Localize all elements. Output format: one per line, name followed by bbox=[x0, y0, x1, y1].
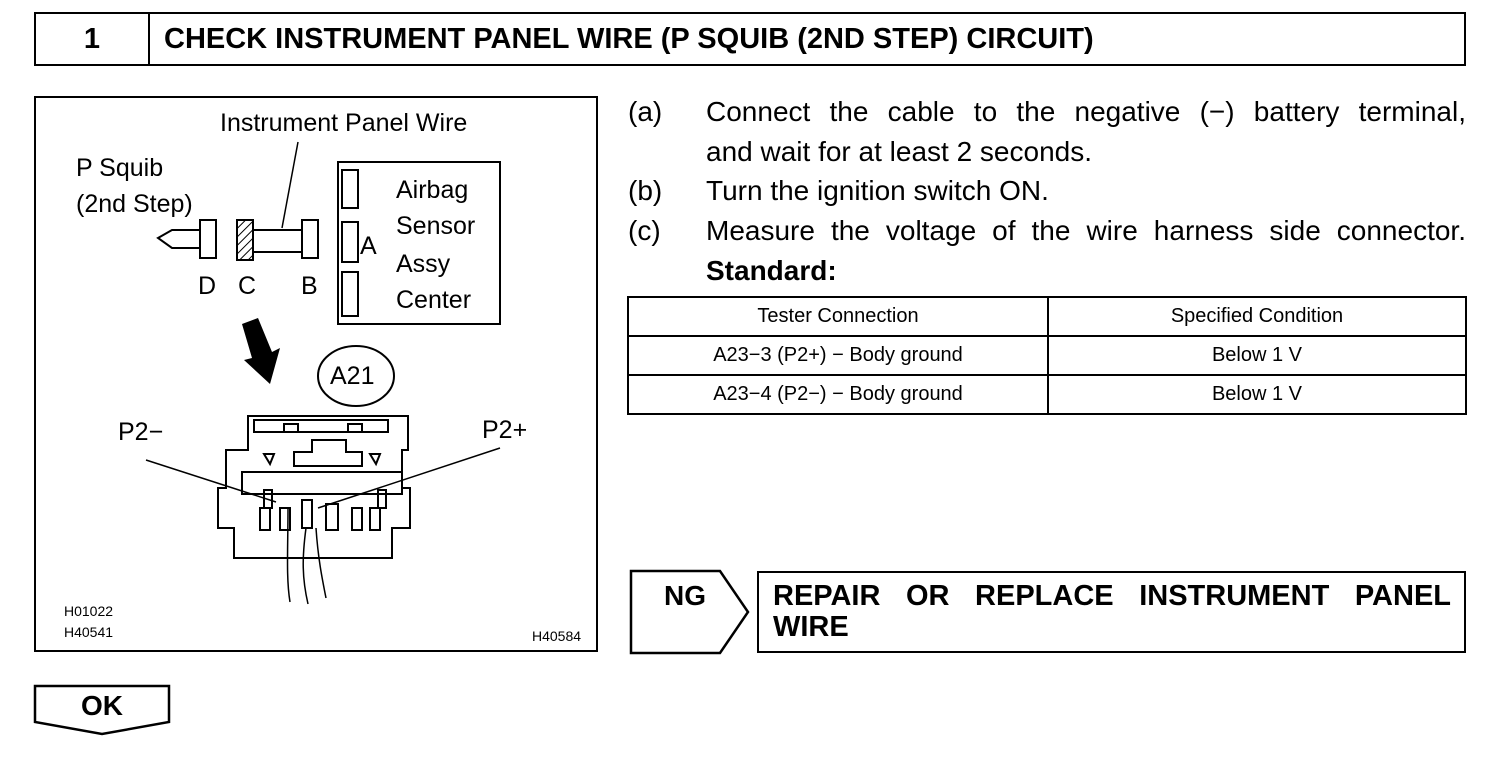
step-c-text: Measure the voltage of the wire harness … bbox=[706, 215, 1466, 246]
wire-body bbox=[252, 229, 304, 253]
squib-plug-tip bbox=[156, 229, 201, 249]
table-header: Specified Condition bbox=[1047, 296, 1467, 337]
step-b-text: Turn the ignition switch ON. bbox=[706, 175, 1049, 206]
pin-plus-label: P2+ bbox=[482, 416, 528, 444]
airbag-label-line: Center bbox=[396, 286, 472, 314]
table-cell: A23−4 (P2−) − Body ground bbox=[627, 374, 1049, 415]
cable-2 bbox=[302, 527, 309, 605]
pin-minus-leader bbox=[145, 459, 277, 503]
direction-arrow bbox=[242, 318, 280, 384]
pin-plus-leader bbox=[317, 447, 501, 509]
connector-c bbox=[236, 219, 254, 261]
step-c-letter: (c) bbox=[628, 215, 661, 246]
airbag-label-line: Sensor bbox=[396, 212, 476, 240]
step-a-text-cont: and wait for at least 2 seconds. bbox=[706, 136, 1092, 167]
pin-minus-label: P2− bbox=[118, 418, 164, 446]
ng-label: NG bbox=[664, 580, 706, 611]
connector-id: A21 bbox=[330, 362, 375, 390]
wiring-figure: Instrument Panel Wire P Squib (2nd Step)… bbox=[34, 96, 598, 652]
connector-id-oval bbox=[317, 345, 395, 407]
standard-label: Standard: bbox=[706, 255, 837, 286]
airbag-label-line: Airbag bbox=[396, 176, 469, 204]
connector-letter-d: D bbox=[198, 272, 217, 300]
table-row: A23−3 (P2+) − Body ground Below 1 V bbox=[627, 335, 1467, 376]
figure-code: H01022 bbox=[64, 603, 114, 619]
wire-label-leader bbox=[281, 141, 299, 229]
step-number: 1 bbox=[36, 14, 150, 64]
step-a-text: Connect the cable to the negative (−) ba… bbox=[706, 96, 1466, 127]
spec-table: Tester Connection Specified Condition A2… bbox=[627, 296, 1467, 415]
connector-letter-b: B bbox=[301, 272, 318, 300]
connector-d bbox=[199, 219, 217, 259]
table-cell: Below 1 V bbox=[1047, 374, 1467, 415]
ng-arrow-shape bbox=[629, 569, 750, 655]
table-header-row: Tester Connection Specified Condition bbox=[627, 296, 1467, 337]
ng-result-box: REPAIR OR REPLACE INSTRUMENT PANEL WIRE bbox=[757, 571, 1466, 653]
instrument-panel-wire-label: Instrument Panel Wire bbox=[220, 109, 468, 137]
connector-letter-c: C bbox=[238, 272, 257, 300]
table-cell: Below 1 V bbox=[1047, 335, 1467, 376]
connector-diagram bbox=[145, 141, 501, 605]
ok-label: OK bbox=[81, 690, 123, 721]
figure-code: H40584 bbox=[532, 628, 582, 644]
table-header: Tester Connection bbox=[627, 296, 1049, 337]
figure-code: H40541 bbox=[64, 624, 114, 640]
sensor-slot-3 bbox=[341, 271, 359, 317]
cable-3 bbox=[315, 527, 327, 599]
airbag-label-line: Assy bbox=[396, 250, 451, 278]
table-cell: A23−3 (P2+) − Body ground bbox=[627, 335, 1049, 376]
step-b-letter: (b) bbox=[628, 175, 663, 206]
ng-result-text: REPAIR OR REPLACE INSTRUMENT PANEL WIRE bbox=[773, 580, 1451, 643]
step-a-letter: (a) bbox=[628, 96, 663, 127]
table-row: A23−4 (P2−) − Body ground Below 1 V bbox=[627, 374, 1467, 415]
ok-arrow-shape bbox=[33, 684, 171, 736]
sensor-slot-a bbox=[341, 221, 359, 263]
p-squib-step-label: (2nd Step) bbox=[76, 190, 193, 218]
connector-letter-a: A bbox=[360, 232, 377, 260]
step-header: 1 CHECK INSTRUMENT PANEL WIRE (P SQUIB (… bbox=[34, 12, 1466, 66]
step-title: CHECK INSTRUMENT PANEL WIRE (P SQUIB (2N… bbox=[164, 22, 1094, 55]
sensor-slot-1 bbox=[341, 169, 359, 209]
connector-face bbox=[217, 415, 411, 559]
p-squib-label: P Squib bbox=[76, 154, 164, 182]
airbag-sensor-box bbox=[337, 161, 501, 325]
connector-b bbox=[301, 219, 319, 259]
cable-1 bbox=[286, 507, 291, 603]
